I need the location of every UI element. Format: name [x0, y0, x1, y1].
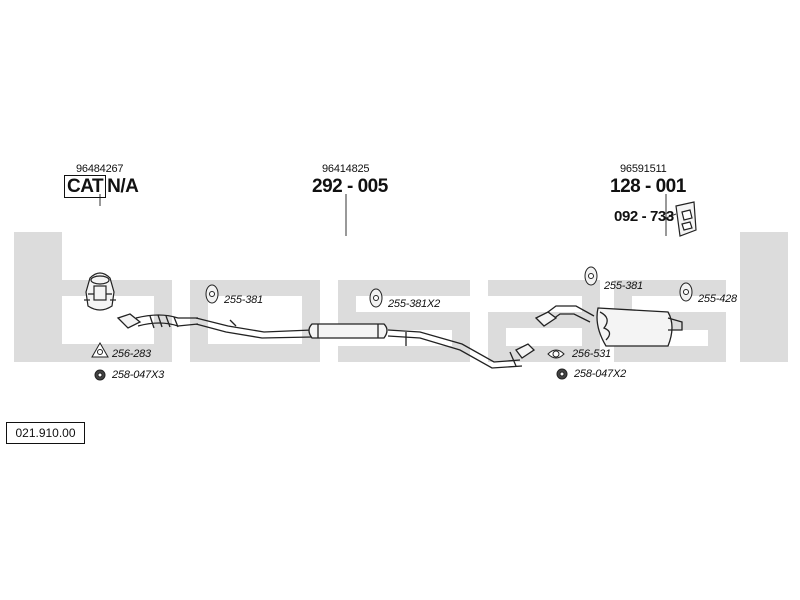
middle-silencer: [308, 323, 536, 369]
watermark-letter-b: [14, 232, 62, 362]
oe-number-middle: 96414825: [322, 163, 370, 175]
rear-part-number: 128 - 001: [610, 176, 686, 197]
watermark-letter-l: [740, 232, 788, 362]
nut-icon: [556, 368, 568, 380]
accessory-code: 258-047X2: [574, 368, 627, 380]
brand-watermark: [14, 232, 788, 362]
watermark-letter-s1: [338, 280, 470, 362]
accessory-code: 258-047X3: [112, 369, 165, 381]
accessory-code: 255-428: [698, 293, 737, 305]
middle-part-number: 292 - 005: [312, 176, 388, 197]
rubber-hanger-icon: [584, 266, 598, 286]
accessory-code: 255-381X2: [388, 298, 441, 310]
cat-label: CAT: [64, 175, 107, 198]
flange-gasket-icon: [547, 349, 565, 359]
diagram-reference-number: 021.910.00: [6, 422, 85, 444]
accessory-code: 256-283: [112, 348, 151, 360]
oe-number-catalyst: 96484267: [76, 163, 124, 175]
accessory-code: 255-381: [224, 294, 263, 306]
rubber-hanger-icon: [369, 288, 383, 308]
triangle-gasket-icon: [91, 341, 109, 358]
heat-shield: [675, 201, 697, 237]
front-pipe: [116, 313, 313, 339]
heat-shield-part-number: 092 - 733: [614, 208, 674, 225]
accessory-code: 256-531: [572, 348, 611, 360]
leader-lines: [99, 194, 677, 236]
rubber-hanger-icon: [679, 282, 693, 302]
rear-silencer: [534, 305, 683, 347]
rubber-hanger-icon: [205, 284, 219, 304]
nut-icon: [94, 369, 106, 381]
catalyst-part-number: N/A: [107, 176, 139, 197]
oe-number-rear: 96591511: [620, 163, 667, 175]
accessory-code: 255-381: [604, 280, 643, 292]
catalytic-converter: [84, 272, 116, 311]
